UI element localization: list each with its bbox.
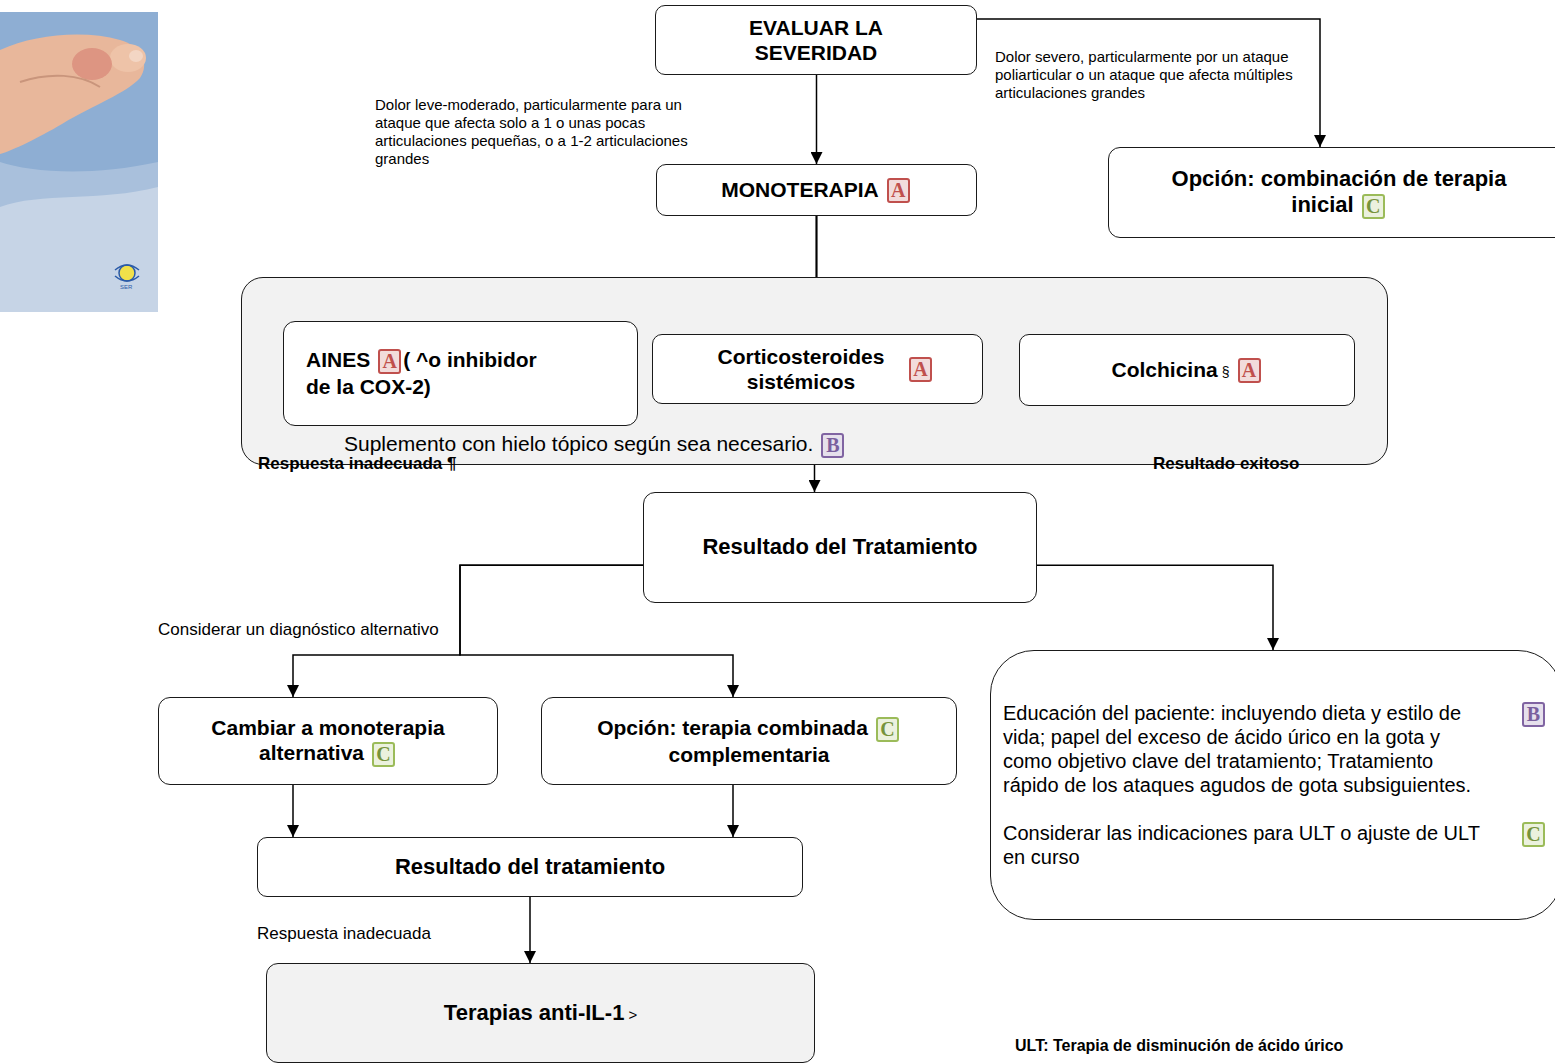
flow-arrow <box>977 19 1320 147</box>
drug-box: Colchicina§ A <box>1019 334 1355 406</box>
text-row: Educación del paciente: incluyendo dieta… <box>1003 701 1547 797</box>
text-row: Opción: combinación de terapia inicialC <box>1139 166 1539 219</box>
foot-crease <box>20 76 100 87</box>
evidence-grade: A <box>887 178 910 203</box>
text-row: complementaria <box>554 742 944 767</box>
node-text: Colchicina <box>1112 358 1218 381</box>
node-text: Opción: combinación de terapia inicial <box>1172 166 1507 217</box>
flow-arrow <box>529 897 531 963</box>
node-text: complementaria <box>668 743 829 766</box>
text-row: Terapias anti-IL-1> <box>279 1000 802 1026</box>
photo-background <box>0 12 158 312</box>
condition-note: Dolor leve-moderado, particularmente par… <box>375 96 720 168</box>
text-row: EVALUAR LA SEVERIDAD <box>701 15 931 65</box>
text-group: AINESA( ^o inhibidor de la COX-2) <box>306 347 615 399</box>
text-group: EVALUAR LA SEVERIDAD <box>666 15 966 65</box>
text-group: Corticosteroides sistémicos A <box>665 344 970 394</box>
group-panel: Suplemento con hielo tópico según sea ne… <box>241 277 1388 465</box>
flow-arrow <box>814 465 816 492</box>
node-text: > <box>628 1006 637 1023</box>
toe-nail <box>129 50 143 62</box>
node-text: Resultado del tratamiento <box>395 854 665 879</box>
option-box: Opción: combinación de terapia inicialC <box>1108 147 1555 238</box>
text-group: Colchicina§ A <box>1032 357 1342 384</box>
text-group: Opción: combinación de terapia inicialC <box>1123 166 1555 219</box>
text-row: Resultado del Tratamiento <box>656 534 1024 560</box>
node-text: Corticosteroides sistémicos <box>701 344 901 394</box>
node-text: Opción: terapia combinada <box>597 716 868 739</box>
node-text: Suplemento con hielo tópico según sea ne… <box>344 432 813 455</box>
text-group: Educación del paciente: incluyendo dieta… <box>1003 701 1547 869</box>
text-group: Terapias anti-IL-1> <box>279 1000 802 1026</box>
node-text: Educación del paciente: incluyendo dieta… <box>1003 701 1483 797</box>
node-text: Resultado del Tratamiento <box>702 534 977 559</box>
evidence-grade: C <box>372 742 395 767</box>
note: Considerar un diagnóstico alternativo <box>158 620 448 640</box>
branch-label: Respuesta inadecuada ¶ <box>258 454 498 474</box>
node-text: Considerar las indicaciones para ULT o a… <box>1003 821 1483 869</box>
footnote: ULT: Terapia de disminución de ácido úri… <box>1015 1036 1435 1055</box>
flow-arrow <box>292 785 294 837</box>
node-text: AINES <box>306 348 370 371</box>
therapy-box: Terapias anti-IL-1> <box>266 963 815 1063</box>
evidence-grade: C <box>1362 194 1385 219</box>
process-box: Cambiar a monoterapia alternativaC <box>158 697 498 785</box>
result-box: Resultado del Tratamiento <box>643 492 1037 603</box>
flow-arrow <box>732 785 734 837</box>
logo-arc <box>115 276 139 281</box>
text-group: MONOTERAPIA A <box>667 177 966 204</box>
text-group: Suplemento con hielo tópico según sea ne… <box>344 431 846 458</box>
text-row: Cambiar a monoterapia alternativaC <box>193 715 463 767</box>
sheet-fold <box>0 162 158 207</box>
big-toe <box>110 44 146 72</box>
text-row: MONOTERAPIA A <box>667 177 966 204</box>
text-group: Resultado del Tratamiento <box>656 534 1024 560</box>
text-row: Opción: terapia combinada C <box>554 715 944 742</box>
text-row: Suplemento con hielo tópico según sea ne… <box>344 431 846 458</box>
process-box: MONOTERAPIA A <box>656 164 977 216</box>
text-row: Colchicina§ A <box>1032 357 1342 384</box>
evidence-grade: C <box>876 717 899 742</box>
evidence-grade: C <box>1522 822 1545 847</box>
text-group: Resultado del tratamiento <box>270 854 790 880</box>
branch-label: Respuesta inadecuada <box>257 924 497 944</box>
inflamed-joint <box>72 48 112 80</box>
sheet <box>0 182 158 312</box>
logo <box>119 265 135 281</box>
text-group: Cambiar a monoterapia alternativaC <box>171 715 485 767</box>
evidence-grade: A <box>1238 358 1261 383</box>
node-text: Terapias anti-IL-1 <box>444 1000 625 1025</box>
option-box: Opción: terapia combinada Ccomplementaria <box>541 697 957 785</box>
start-box: EVALUAR LA SEVERIDAD <box>655 5 977 75</box>
logo-arc <box>115 265 139 270</box>
text-row: Corticosteroides sistémicos A <box>665 344 970 394</box>
foot-photo <box>0 12 158 312</box>
flow-arrow <box>816 75 818 164</box>
education-box: Educación del paciente: incluyendo dieta… <box>990 650 1555 920</box>
drug-box: Corticosteroides sistémicos A <box>652 334 983 404</box>
condition-note: Dolor severo, particularmente por un ata… <box>995 48 1307 102</box>
result-box: Resultado del tratamiento <box>257 837 803 897</box>
branch-label: Resultado exitoso <box>1153 454 1353 474</box>
drug-box: AINESA( ^o inhibidor de la COX-2) <box>283 321 638 426</box>
text-group: Opción: terapia combinada Ccomplementaria <box>554 715 944 767</box>
node-text: MONOTERAPIA <box>721 178 879 201</box>
evidence-grade: A <box>909 357 932 382</box>
text-row: Considerar las indicaciones para ULT o a… <box>1003 821 1547 869</box>
evidence-grade: A <box>378 349 401 374</box>
evidence-grade: B <box>821 433 844 458</box>
text-row: AINESA( ^o inhibidor de la COX-2) <box>306 347 556 399</box>
node-text: Cambiar a monoterapia alternativa <box>211 716 444 764</box>
flow-arrow <box>1037 565 1273 650</box>
text-row: Resultado del tratamiento <box>270 854 790 880</box>
node-text: § <box>1222 364 1230 380</box>
evidence-grade: B <box>1522 702 1545 727</box>
node-text: EVALUAR LA SEVERIDAD <box>749 16 883 64</box>
logo-text: SER <box>120 284 140 291</box>
